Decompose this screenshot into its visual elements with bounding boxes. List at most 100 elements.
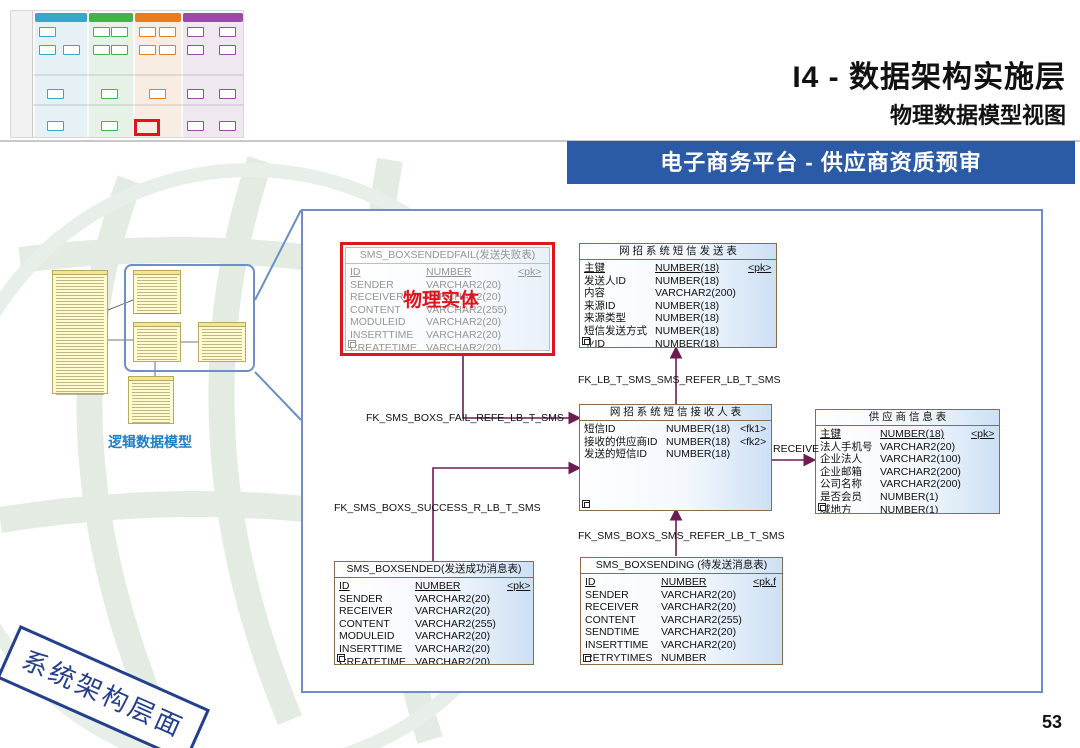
thumbnail-node bbox=[63, 45, 80, 55]
column-name: SENDER bbox=[585, 588, 629, 601]
column-key: <fk1> bbox=[740, 423, 767, 435]
column-name: 来源ID bbox=[584, 299, 616, 312]
column-name: ID bbox=[339, 580, 350, 592]
table-title: SMS_BOXSENDED(发送成功消息表) bbox=[335, 562, 533, 578]
column-name: RECEIVER bbox=[339, 605, 393, 618]
column-name: 内容 bbox=[584, 287, 605, 300]
thumbnail-node bbox=[187, 45, 204, 55]
column-type: NUMBER(18) bbox=[666, 435, 731, 448]
column-type: VARCHAR2(255) bbox=[661, 613, 742, 626]
table-corner-icon bbox=[818, 503, 826, 511]
thumbnail-node bbox=[139, 45, 156, 55]
column-name: INSERTTIME bbox=[350, 328, 414, 341]
logical-entity bbox=[52, 270, 108, 395]
column-name: MODULEID bbox=[339, 630, 395, 643]
column-key: <pk> bbox=[518, 266, 542, 278]
page-title: I4 - 数据架构实施层 bbox=[792, 61, 1066, 94]
table-title: 网 招 系 统 短 信 接 收 人 表 bbox=[580, 405, 771, 421]
thumbnail-node bbox=[159, 27, 176, 37]
thumbnail-node bbox=[187, 121, 204, 131]
column-name: RECEIVER bbox=[585, 601, 639, 614]
column-type: NUMBER bbox=[415, 580, 461, 592]
column-key: <fk2> bbox=[740, 435, 767, 448]
column-name: SENDER bbox=[339, 592, 383, 605]
relation-label-fail-receiver: FK_SMS_BOXS_FAIL_REFE_LB_T_SMS bbox=[366, 412, 564, 424]
column-type: VARCHAR2(20) bbox=[661, 601, 737, 614]
column-type: NUMBER(18) bbox=[655, 262, 720, 274]
thumbnail-node bbox=[101, 121, 118, 131]
column-name: SENDER bbox=[350, 278, 394, 291]
column-name: RETRYTIMES bbox=[585, 651, 653, 664]
thumbnail-node bbox=[139, 27, 156, 37]
table-corner-icon bbox=[583, 654, 591, 662]
column-name: CONTENT bbox=[350, 303, 401, 316]
table-row: 内容 VARCHAR2(200) bbox=[580, 287, 776, 300]
table-row: 发送人ID NUMBER(18) bbox=[580, 275, 776, 288]
table-row: MODULEID VARCHAR2(20) bbox=[335, 630, 533, 643]
logical-entity bbox=[133, 270, 181, 314]
column-type: VARCHAR2(20) bbox=[415, 655, 491, 665]
relation-label-msg-receiver: FK_LB_T_SMS_SMS_REFER_LB_T_SMS bbox=[578, 374, 781, 386]
column-name: 接收的供应商ID bbox=[584, 435, 658, 448]
column-name: 法人手机号 bbox=[820, 440, 873, 453]
column-type: VARCHAR2(20) bbox=[661, 638, 737, 651]
column-type: NUMBER(1) bbox=[880, 503, 939, 514]
thumbnail-node bbox=[111, 27, 128, 37]
thumbnail-column bbox=[89, 13, 133, 137]
physical-entity-label: 物理实体 bbox=[403, 290, 480, 311]
thumbnail-node bbox=[187, 27, 204, 37]
table-corner-icon bbox=[337, 654, 345, 662]
column-type: NUMBER(18) bbox=[880, 428, 945, 440]
column-type: NUMBER(18) bbox=[655, 337, 720, 348]
logical-entity bbox=[198, 322, 246, 362]
section-banner: 电子商务平台 - 供应商资质预审 bbox=[567, 141, 1075, 184]
table-title: 供 应 商 信 息 表 bbox=[816, 410, 999, 426]
column-name: 企业邮箱 bbox=[820, 465, 862, 478]
column-type: NUMBER(18) bbox=[666, 448, 731, 461]
thumbnail-node bbox=[187, 89, 204, 99]
column-type: VARCHAR2(200) bbox=[655, 287, 736, 300]
thumbnail-node bbox=[47, 89, 64, 99]
thumbnail-column bbox=[183, 13, 243, 137]
column-name: CREATETIME bbox=[350, 341, 417, 351]
column-type: VARCHAR2(20) bbox=[415, 592, 491, 605]
thumbnail-grid bbox=[33, 74, 243, 106]
column-type: VARCHAR2(20) bbox=[415, 630, 491, 643]
thumbnail-node bbox=[219, 89, 236, 99]
column-type: VARCHAR2(255) bbox=[426, 303, 507, 316]
thumbnail-node bbox=[93, 27, 110, 37]
column-type: NUMBER(18) bbox=[655, 324, 720, 337]
thumbnail-column bbox=[35, 13, 87, 137]
column-name: ID bbox=[350, 266, 361, 278]
column-name: 企业法人 bbox=[820, 453, 862, 466]
column-name: SENDTIME bbox=[585, 626, 640, 639]
header-divider bbox=[0, 140, 1080, 142]
column-type: NUMBER(18) bbox=[655, 274, 720, 287]
table-row: SENDER VARCHAR2(20) bbox=[335, 593, 533, 606]
table-row: 接收的供应商ID NUMBER(18) <fk2> bbox=[580, 436, 771, 449]
column-name: 主键 bbox=[820, 428, 841, 440]
column-name: CONTENT bbox=[585, 613, 636, 626]
table-row: CONTENT VARCHAR2(255) bbox=[581, 614, 782, 627]
column-name: 发送人ID bbox=[584, 274, 626, 287]
